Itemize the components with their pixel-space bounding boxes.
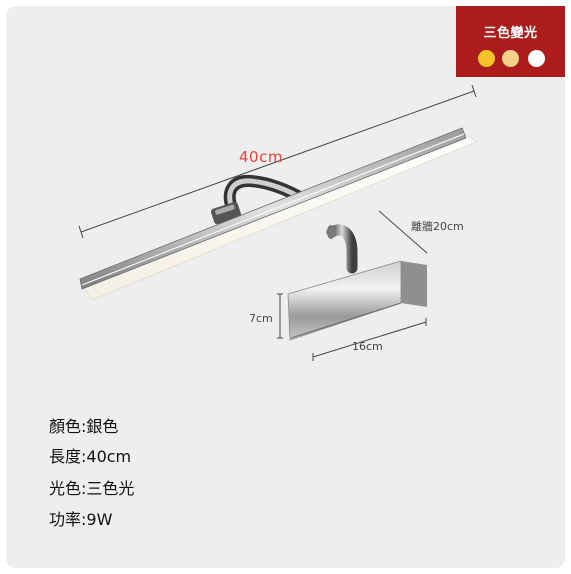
- spec-power: 功率:9W: [49, 510, 113, 529]
- neutral-light-dot-icon: [502, 50, 519, 67]
- small-lamp-head: [287, 260, 427, 341]
- spec-light-color: 光色:三色光: [49, 479, 135, 498]
- spec-length: 長度:40cm: [49, 447, 132, 466]
- lamp-arm: [210, 175, 309, 225]
- color-mode-badge: 三色變光: [456, 6, 565, 77]
- wall-distance-dimension-line: [378, 210, 428, 254]
- width-label: 16cm: [352, 340, 383, 353]
- wall-distance-label: 離牆20cm: [411, 220, 464, 233]
- width-dimension-line: [312, 318, 427, 361]
- length-dimension-line: [78, 84, 477, 239]
- badge-title: 三色變光: [483, 26, 538, 41]
- warm-light-dot-icon: [478, 50, 495, 67]
- cool-light-dot-icon: [528, 50, 545, 67]
- lamp-light-bar: [79, 127, 478, 301]
- length-label: 40cm: [239, 148, 283, 166]
- small-lamp-arm: [326, 224, 358, 274]
- height-dimension-line: [277, 293, 283, 339]
- spec-color: 顏色:銀色: [49, 417, 119, 436]
- height-label: 7cm: [249, 312, 273, 325]
